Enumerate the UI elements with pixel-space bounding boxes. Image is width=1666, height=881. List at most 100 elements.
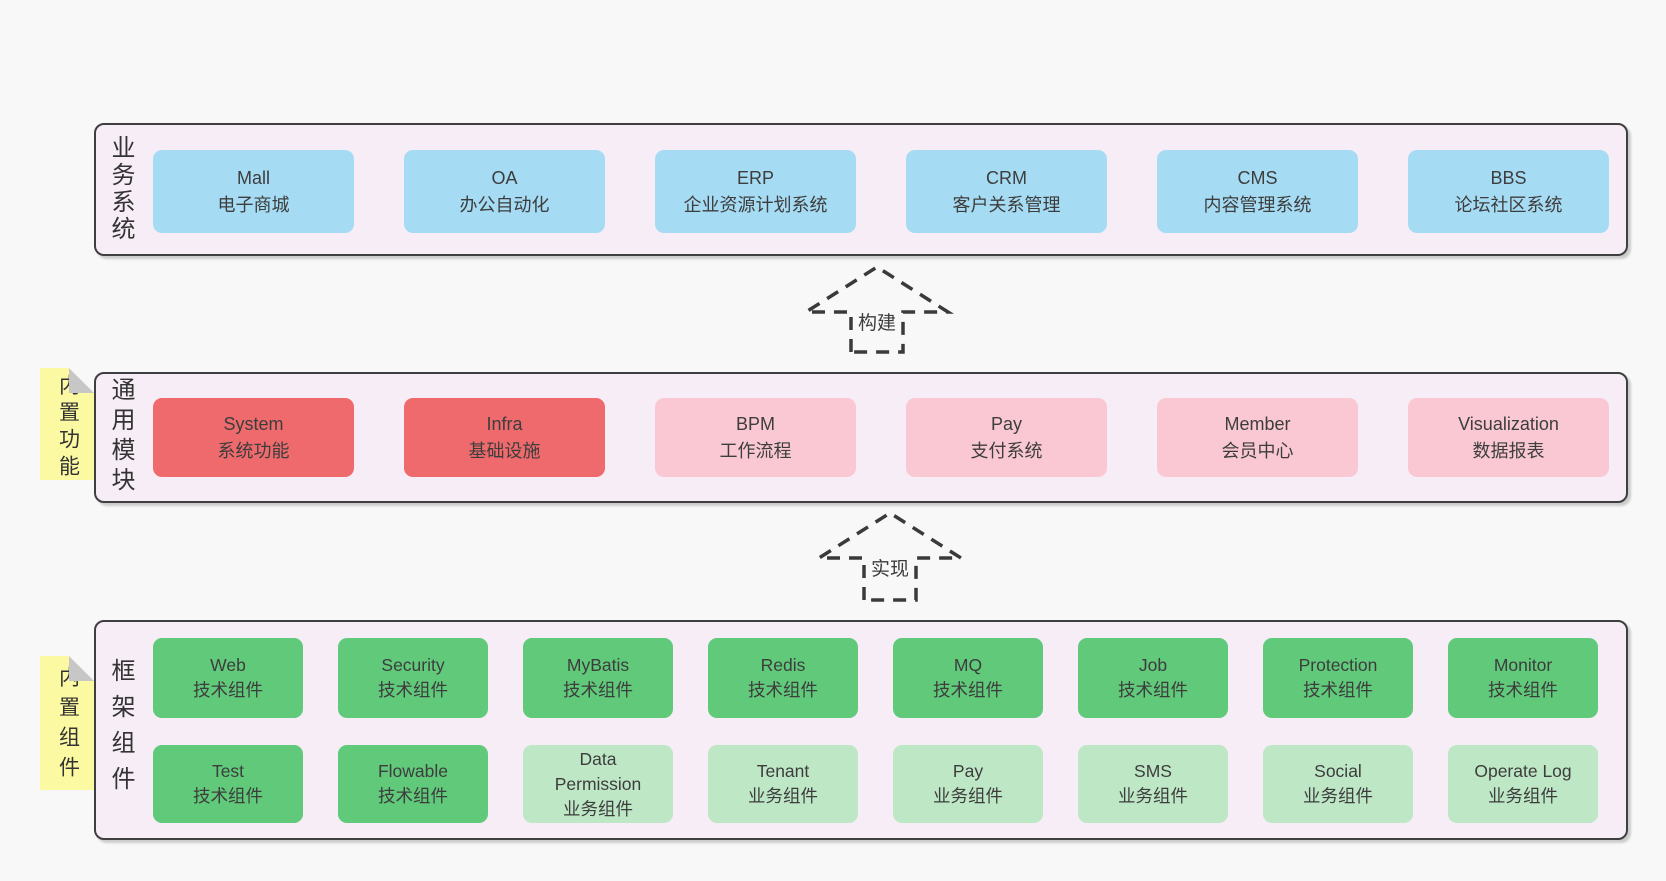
box-subtitle: 基础设施 (468, 440, 541, 461)
box-flowable: Flowable 技术组件 (338, 745, 488, 823)
box-social: Social 业务组件 (1263, 745, 1413, 823)
business-systems-row: Mall 电子商城 OA 办公自动化 ERP 企业资源计划系统 CRM 客户关系… (153, 150, 1609, 233)
box-title: Security (381, 655, 445, 675)
box-title: Job (1138, 655, 1168, 675)
box-web: Web 技术组件 (153, 638, 303, 718)
box-monitor: Monitor 技术组件 (1448, 638, 1598, 718)
box-subtitle: 技术组件 (378, 786, 448, 806)
box-subtitle: 系统功能 (217, 440, 290, 461)
dashed-up-arrow-shape (799, 264, 955, 354)
box-title: Monitor (1493, 655, 1553, 675)
box-title: CMS (1237, 167, 1278, 188)
box-title: BBS (1490, 167, 1527, 188)
box-title: Visualization (1458, 413, 1559, 434)
box-title: SMS (1134, 761, 1172, 781)
box-subtitle: 技术组件 (378, 680, 448, 700)
box-subtitle: 办公自动化 (459, 194, 550, 215)
box-subtitle: 支付系统 (970, 440, 1043, 461)
box-title: Tenant (756, 761, 810, 781)
box-subtitle: 技术组件 (933, 680, 1003, 700)
note-fold-corner (69, 656, 95, 681)
box-title: Mall (236, 167, 270, 188)
box-subtitle: 技术组件 (193, 680, 263, 700)
box-crm: CRM 客户关系管理 (906, 150, 1107, 233)
dashed-up-arrow-shape (812, 510, 968, 602)
build-arrow-label: 构建 (858, 312, 896, 334)
box-title: Operate Log (1474, 761, 1572, 781)
box-data-permission: Data Permission 业务组件 (523, 745, 673, 823)
box-title: Pay (990, 413, 1023, 434)
box-title: Infra (486, 413, 523, 434)
box-subtitle: 数据报表 (1472, 440, 1545, 461)
builtin-components-note-label: 内置组件 (56, 666, 80, 786)
box-subtitle: 会员中心 (1221, 440, 1294, 461)
box-oa: OA 办公自动化 (404, 150, 605, 233)
box-sms: SMS 业务组件 (1078, 745, 1228, 823)
framework-components-label: 框架组件 (107, 658, 134, 802)
box-bpm: BPM 工作流程 (655, 398, 856, 477)
box-pay-module: Pay 支付系统 (906, 398, 1107, 477)
box-subtitle: 技术组件 (1118, 680, 1188, 700)
box-title: Protection (1298, 655, 1378, 675)
common-modules-row: System 系统功能 Infra 基础设施 BPM 工作流程 Pay 支付系统… (153, 398, 1609, 477)
box-title: BPM (735, 413, 775, 434)
box-system: System 系统功能 (153, 398, 354, 477)
builtin-components-note: 内置组件 (40, 656, 95, 790)
box-subtitle: 业务组件 (748, 786, 818, 806)
implement-arrow: 实现 (812, 510, 968, 602)
box-mybatis: MyBatis 技术组件 (523, 638, 673, 718)
builtin-features-note: 内置功能 (40, 368, 95, 480)
box-subtitle: 业务组件 (933, 786, 1003, 806)
box-mall: Mall 电子商城 (153, 150, 354, 233)
box-subtitle: 论坛社区系统 (1454, 194, 1563, 215)
box-subtitle: 内容管理系统 (1203, 194, 1312, 215)
box-subtitle: 工作流程 (719, 440, 792, 461)
box-subtitle: 业务组件 (1118, 786, 1188, 806)
box-title: Web (210, 655, 246, 675)
box-subtitle: 技术组件 (1488, 680, 1558, 700)
box-title: Flowable (377, 761, 449, 781)
box-title: Pay (952, 761, 984, 781)
build-arrow: 构建 (799, 264, 955, 354)
framework-components-row-1: Web 技术组件 Security 技术组件 MyBatis 技术组件 Redi… (153, 638, 1598, 718)
box-subtitle: 技术组件 (1303, 680, 1373, 700)
box-subtitle: 技术组件 (748, 680, 818, 700)
box-pay-component: Pay 业务组件 (893, 745, 1043, 823)
box-operate-log: Operate Log 业务组件 (1448, 745, 1598, 823)
box-subtitle: 技术组件 (193, 786, 263, 806)
box-subtitle: 技术组件 (563, 680, 633, 700)
box-security: Security 技术组件 (338, 638, 488, 718)
box-erp: ERP 企业资源计划系统 (655, 150, 856, 233)
box-title: OA (491, 167, 518, 188)
box-subtitle: 电子商城 (217, 194, 290, 215)
builtin-features-note-label: 内置功能 (56, 374, 80, 482)
business-systems-label: 业务系统 (107, 135, 134, 243)
box-subtitle: 客户关系管理 (952, 194, 1061, 215)
box-title: MyBatis (566, 655, 630, 675)
box-subtitle: 业务组件 (1488, 786, 1558, 806)
box-test: Test 技术组件 (153, 745, 303, 823)
box-title: Test (211, 761, 245, 781)
framework-components-row-2: Test 技术组件 Flowable 技术组件 Data Permission … (153, 745, 1598, 823)
box-job: Job 技术组件 (1078, 638, 1228, 718)
box-subtitle: 业务组件 (563, 798, 633, 819)
box-title: CRM (986, 167, 1027, 188)
box-visualization: Visualization 数据报表 (1408, 398, 1609, 477)
implement-arrow-label: 实现 (871, 558, 909, 580)
common-modules-label: 通用模块 (107, 377, 134, 497)
box-member: Member 会员中心 (1157, 398, 1358, 477)
box-title: MQ (953, 655, 983, 675)
box-title: Data Permission (554, 748, 642, 794)
box-title: Social (1314, 761, 1362, 781)
box-subtitle: 业务组件 (1303, 786, 1373, 806)
box-mq: MQ 技术组件 (893, 638, 1043, 718)
box-title: System (223, 413, 284, 434)
note-fold-corner (69, 368, 95, 393)
box-redis: Redis 技术组件 (708, 638, 858, 718)
box-title: Redis (760, 655, 806, 675)
box-tenant: Tenant 业务组件 (708, 745, 858, 823)
box-cms: CMS 内容管理系统 (1157, 150, 1358, 233)
box-title: ERP (736, 167, 774, 188)
box-infra: Infra 基础设施 (404, 398, 605, 477)
box-bbs: BBS 论坛社区系统 (1408, 150, 1609, 233)
